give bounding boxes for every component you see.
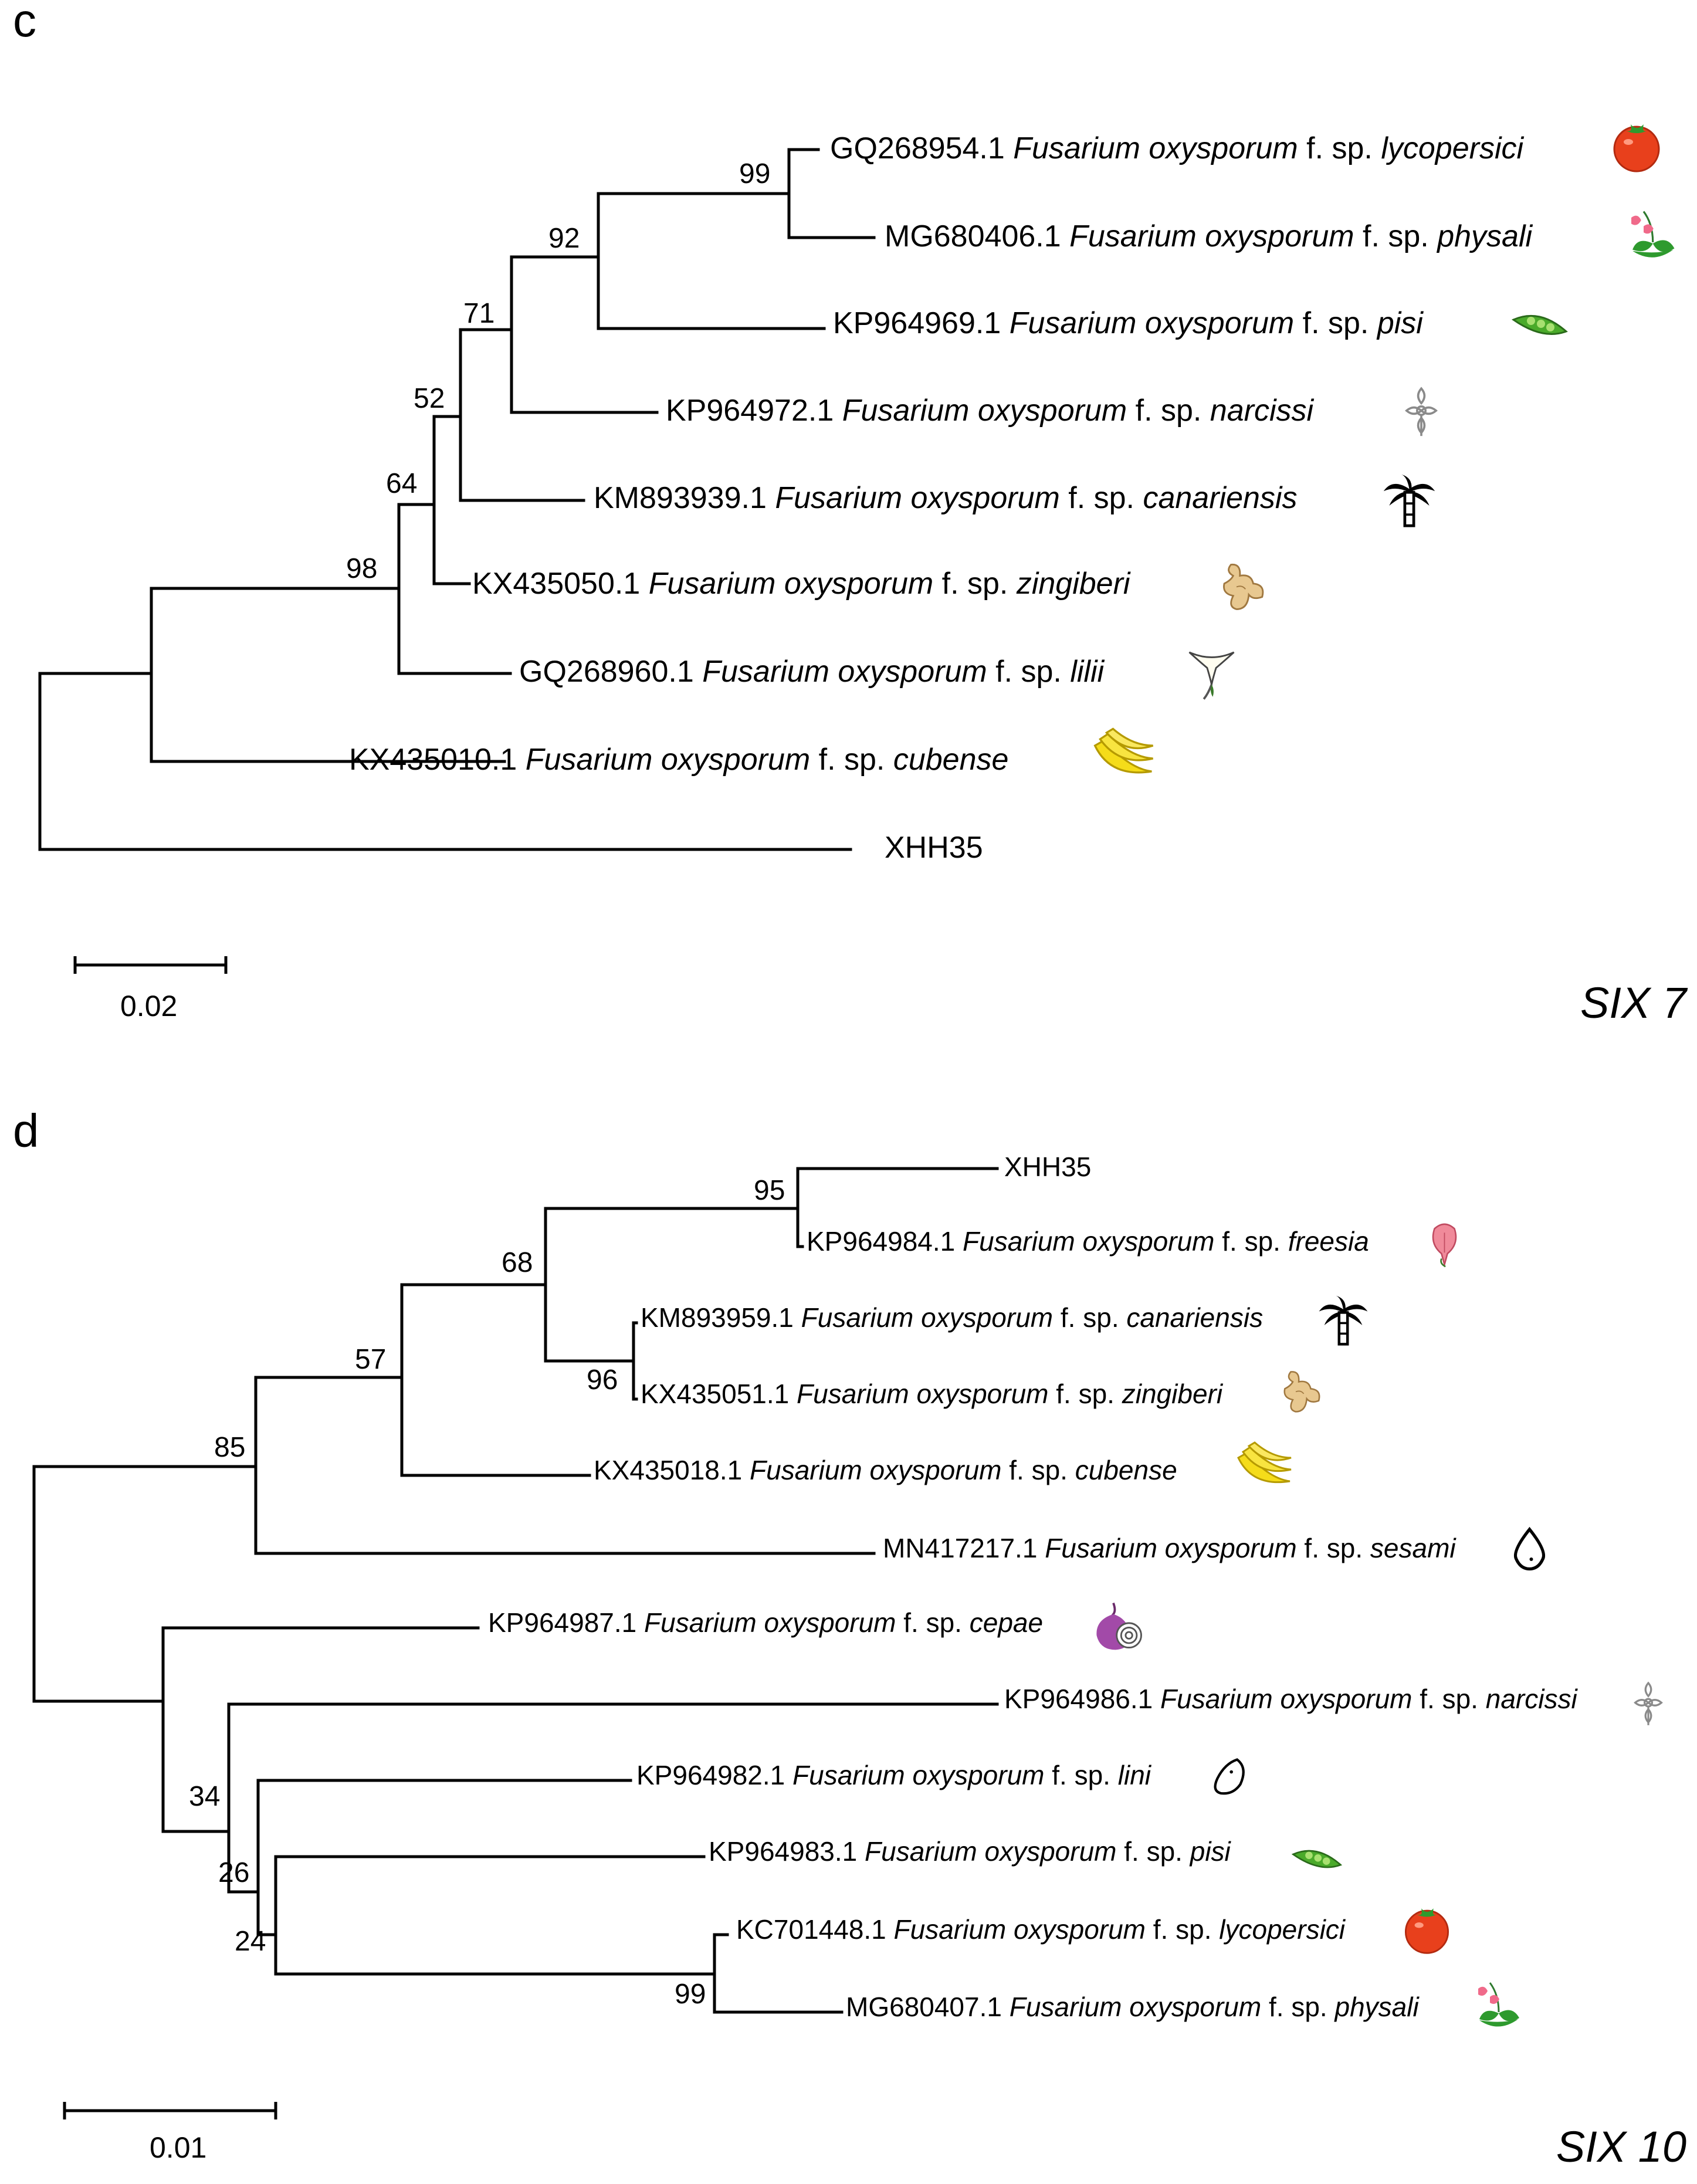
physalis-icon (1477, 1982, 1520, 2028)
panel-d: d (13, 1105, 1686, 2171)
panel-d-letter: d (13, 1105, 39, 1157)
bootstrap-d-95: 95 (754, 1175, 785, 1206)
onion-icon (1095, 1601, 1143, 1651)
leaf-label: KP964987.1 Fusarium oxysporum f. sp. cep… (488, 1607, 1043, 1638)
tree-c-branches (38, 148, 876, 851)
leaf-label: MN417217.1 Fusarium oxysporum f. sp. ses… (883, 1533, 1456, 1563)
bootstrap-d-99: 99 (675, 1979, 706, 2010)
leaf-label: KC701448.1 Fusarium oxysporum f. sp. lyc… (736, 1914, 1346, 1945)
ginger-icon (1283, 1370, 1320, 1413)
leaf-label: GQ268954.1 Fusarium oxysporum f. sp. lyc… (830, 131, 1525, 165)
gene-label-c: SIX 7 (1580, 978, 1688, 1027)
bootstrap-d-34: 34 (189, 1781, 220, 1812)
panel-c-letter: c (13, 0, 36, 46)
leaf-label: KP964983.1 Fusarium oxysporum f. sp. pis… (709, 1836, 1232, 1867)
lily-icon (1188, 651, 1235, 700)
bootstrap-c-99: 99 (739, 158, 770, 189)
palm-tree-icon (1384, 475, 1435, 526)
leaf-label: MG680406.1 Fusarium oxysporum f. sp. phy… (885, 219, 1533, 253)
bootstrap-d-68: 68 (502, 1247, 533, 1278)
leaf-label: KP964982.1 Fusarium oxysporum f. sp. lin… (636, 1760, 1152, 1790)
narcissus-icon (1634, 1681, 1663, 1726)
ginger-icon (1222, 563, 1264, 611)
freesia-icon (1432, 1223, 1457, 1268)
leaf-label: KP964984.1 Fusarium oxysporum f. sp. fre… (807, 1226, 1369, 1257)
leaf-label: KX435010.1 Fusarium oxysporum f. sp. cub… (349, 743, 1008, 777)
leaf-label: GQ268960.1 Fusarium oxysporum f. sp. lil… (519, 655, 1105, 689)
scale-bar-d (63, 2102, 277, 2119)
bootstrap-d-24: 24 (235, 1926, 266, 1957)
bootstrap-d-85: 85 (214, 1432, 245, 1463)
palm-tree-icon (1319, 1296, 1368, 1345)
tomato-icon (1613, 123, 1660, 172)
leaf-label: XHH35 (1004, 1152, 1091, 1182)
leaf-label: KM893939.1 Fusarium oxysporum f. sp. can… (594, 481, 1297, 515)
gene-label-d: SIX 10 (1556, 2122, 1686, 2171)
scale-label-d: 0.01 (150, 2131, 206, 2164)
scale-label-c: 0.02 (120, 990, 177, 1022)
leaf-label: KX435051.1 Fusarium oxysporum f. sp. zin… (641, 1379, 1224, 1409)
leaf-label: XHH35 (885, 831, 983, 865)
bootstrap-c-71: 71 (463, 298, 494, 329)
leaf-label: KP964986.1 Fusarium oxysporum f. sp. nar… (1004, 1684, 1578, 1714)
bootstrap-c-98: 98 (346, 553, 377, 584)
bootstrap-c-64: 64 (386, 468, 417, 499)
sesame-seed-icon (1516, 1529, 1544, 1569)
tree-d-branches (32, 1167, 999, 2014)
pea-pod-icon (1292, 1850, 1342, 1868)
physalis-icon (1630, 210, 1676, 259)
leaf-label: KX435050.1 Fusarium oxysporum f. sp. zin… (472, 567, 1131, 601)
leaf-label: KP964972.1 Fusarium oxysporum f. sp. nar… (666, 394, 1315, 428)
leaf-label: KP964969.1 Fusarium oxysporum f. sp. pis… (833, 306, 1424, 340)
narcissus-icon (1405, 387, 1438, 438)
bootstrap-d-26: 26 (218, 1857, 249, 1888)
bootstrap-c-52: 52 (414, 383, 445, 414)
bootstrap-d-57: 57 (355, 1344, 386, 1375)
bootstrap-c-92: 92 (548, 223, 580, 254)
banana-icon (1237, 1441, 1292, 1484)
bootstrap-d-96: 96 (587, 1364, 618, 1396)
tomato-icon (1404, 1907, 1449, 1954)
banana-icon (1093, 727, 1154, 774)
leaf-label: KX435018.1 Fusarium oxysporum f. sp. cub… (594, 1455, 1177, 1485)
pea-pod-icon (1512, 314, 1567, 336)
leaf-label: KM893959.1 Fusarium oxysporum f. sp. can… (641, 1302, 1263, 1333)
leaf-label: MG680407.1 Fusarium oxysporum f. sp. phy… (846, 1992, 1420, 2022)
panel-c: c (13, 0, 1688, 1027)
scale-bar-c (73, 956, 228, 974)
flax-seed-icon (1215, 1760, 1244, 1794)
